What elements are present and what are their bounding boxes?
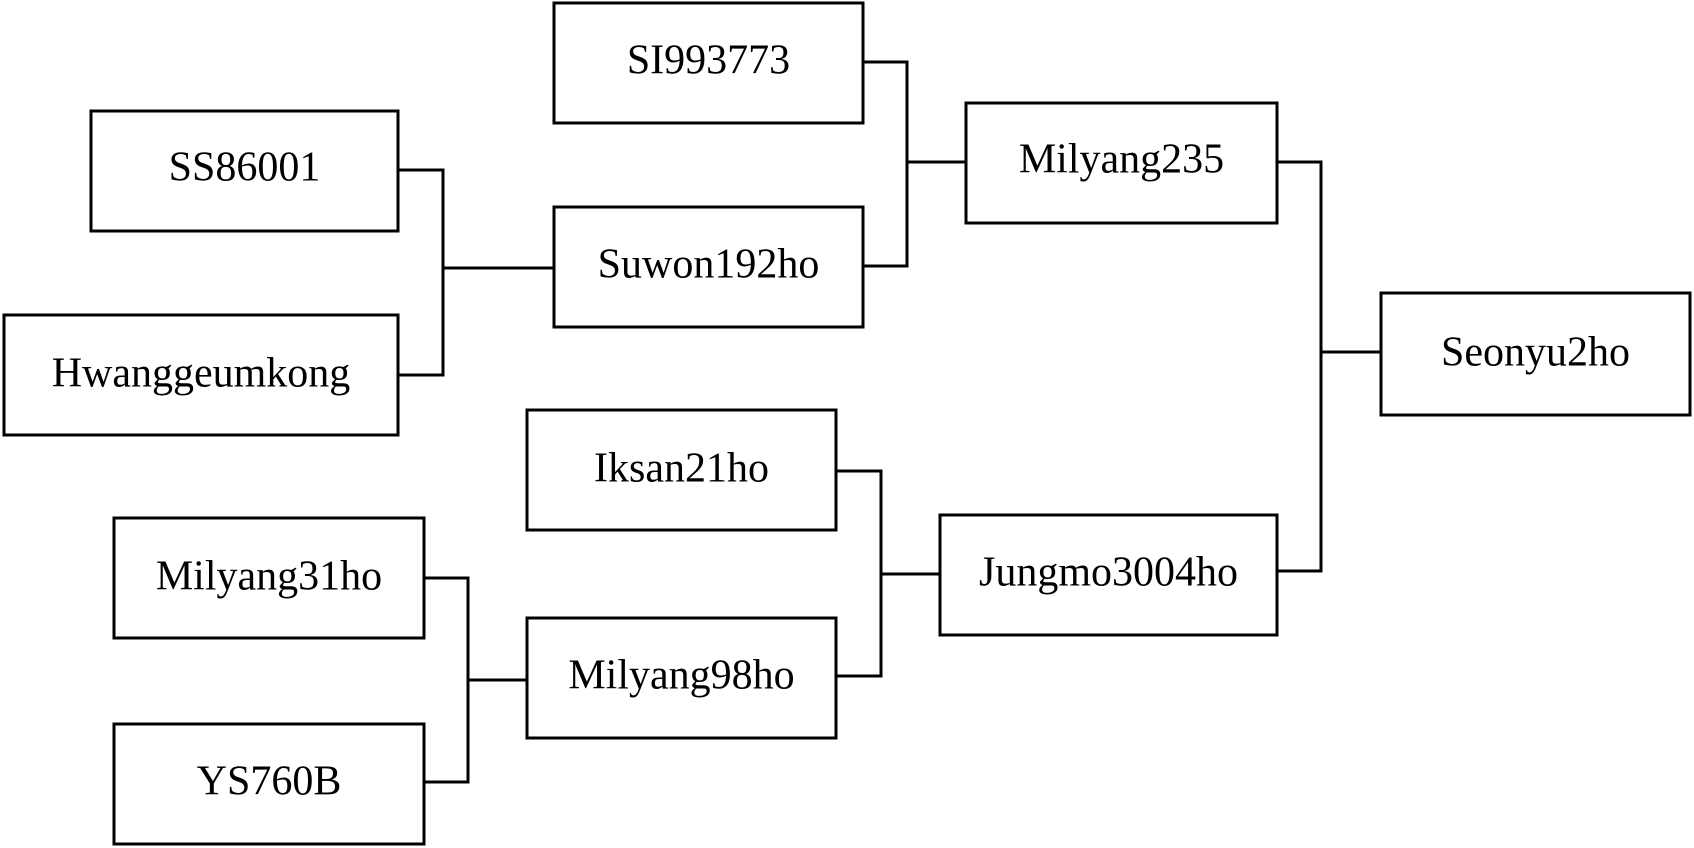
node-ys760b: YS760B <box>112 722 426 846</box>
node-label: Iksan21ho <box>594 446 769 492</box>
node-seonyu2ho: Seonyu2ho <box>1379 291 1692 417</box>
connectors <box>398 60 1381 784</box>
node-ss86001: SS86001 <box>89 109 400 233</box>
node-jungmo3004ho: Jungmo3004ho <box>938 513 1279 637</box>
node-label: Seonyu2ho <box>1441 330 1630 376</box>
node-label: Hwanggeumkong <box>52 351 351 397</box>
connector-ss86001-hwanggeumkong-to-suwon192ho <box>398 168 445 377</box>
node-label: YS760B <box>197 759 342 805</box>
node-label: Milyang31ho <box>156 554 382 600</box>
node-iksan21ho: Iksan21ho <box>525 408 838 532</box>
node-label: SS86001 <box>169 145 321 191</box>
node-label: Milyang235 <box>1019 137 1224 183</box>
connector-si993773-suwon192ho-to-milyang235 <box>863 60 909 268</box>
node-si993773: SI993773 <box>552 1 865 125</box>
node-milyang31ho: Milyang31ho <box>112 516 426 640</box>
node-milyang235: Milyang235 <box>964 101 1279 225</box>
node-label: SI993773 <box>627 38 790 84</box>
connector-iksan21ho-milyang98ho-to-jungmo3004ho <box>836 469 883 678</box>
node-label: Milyang98ho <box>568 653 794 699</box>
connector-milyang235-jungmo3004ho-to-seonyu2ho <box>1277 160 1323 573</box>
node-milyang98ho: Milyang98ho <box>525 616 838 740</box>
node-label: Jungmo3004ho <box>979 550 1238 596</box>
connector-milyang31ho-ys760b-to-milyang98ho <box>424 576 470 784</box>
node-suwon192ho: Suwon192ho <box>552 205 865 329</box>
node-hwanggeumkong: Hwanggeumkong <box>2 313 400 437</box>
node-label: Suwon192ho <box>598 242 820 288</box>
